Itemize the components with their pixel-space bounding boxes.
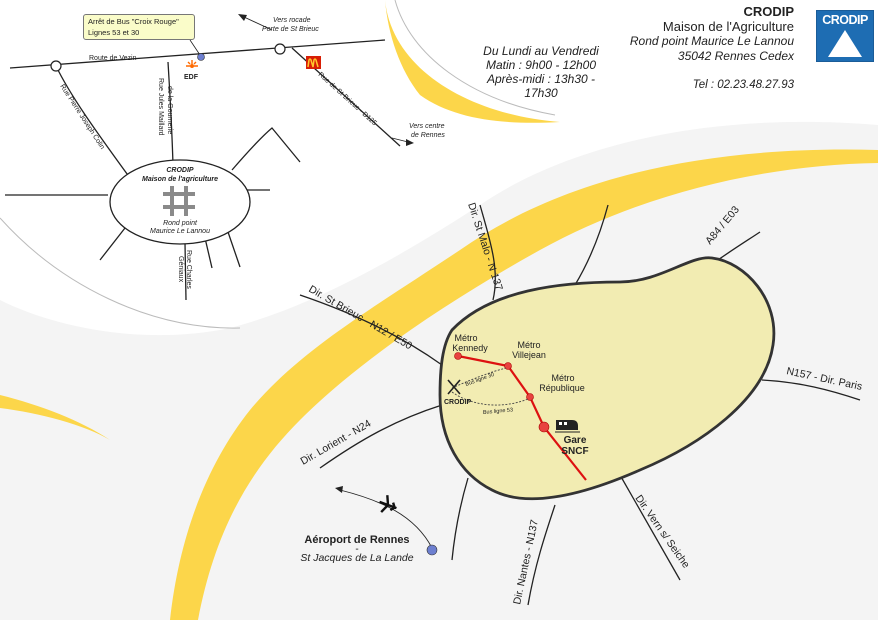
bus-line-30 bbox=[451, 367, 507, 389]
roundabout bbox=[109, 159, 251, 245]
hours-morning: Matin : 9h00 - 12h00 bbox=[485, 58, 597, 72]
building-icon bbox=[163, 186, 195, 216]
hours-afternoon: Après-midi : 13h30 - 17h30 bbox=[486, 72, 596, 100]
highway-n24 bbox=[319, 404, 443, 469]
rond-point-label: Rond point bbox=[163, 220, 198, 227]
bus-stop-lines: Lignes 53 et 30 bbox=[88, 28, 140, 37]
bus-stop-callout: Arrêt de Bus "Croix Rouge" Lignes 53 et … bbox=[83, 14, 195, 40]
airport-flight-path bbox=[339, 489, 433, 549]
junction-circle bbox=[274, 43, 286, 55]
arrow-head bbox=[238, 14, 247, 21]
rue-jules-label2: de la Gournerie bbox=[166, 86, 173, 134]
edf-icon: EDF bbox=[184, 60, 199, 81]
highway-n137-south bbox=[527, 504, 556, 606]
organization-address: CRODIP Maison de l'Agriculture Rond poin… bbox=[630, 4, 794, 93]
org-street: Rond point Maurice Le Lannou bbox=[629, 34, 794, 48]
vers-rocade-label2: Porte de St Brieuc bbox=[262, 26, 319, 33]
metro-republique-label: Métro bbox=[551, 373, 574, 383]
highway-n12 bbox=[299, 294, 443, 366]
highway-sw bbox=[451, 477, 469, 561]
site-name: CRODIP bbox=[166, 167, 194, 174]
crodip-map-label: CRODIP bbox=[444, 399, 472, 406]
street-branch bbox=[204, 237, 213, 269]
metro-station-kennedy bbox=[454, 352, 462, 360]
junction-circle bbox=[50, 60, 62, 72]
route-vezin-label: Route de Vezin bbox=[89, 55, 137, 62]
highway-north-2 bbox=[574, 204, 609, 286]
vers-rocade-label: Vers rocade bbox=[273, 17, 311, 24]
metro-station-republique bbox=[526, 393, 534, 401]
rue-jules-label: Rue Jules Maillard bbox=[157, 78, 164, 136]
decorative-curve bbox=[0, 217, 241, 329]
bus-stop-marker bbox=[197, 53, 205, 61]
street-branch bbox=[227, 231, 241, 268]
arrow-head bbox=[406, 139, 414, 146]
opening-hours: Du Lundi au Vendredi Matin : 9h00 - 12h0… bbox=[470, 44, 612, 100]
mcdonalds-icon bbox=[306, 56, 321, 69]
logo-text: CRODIP bbox=[822, 13, 868, 27]
rue-jules-maillard bbox=[167, 61, 174, 166]
org-building: Maison de l'Agriculture bbox=[662, 19, 794, 34]
bus-line-53 bbox=[451, 391, 529, 406]
arrow-to-centre bbox=[391, 137, 409, 143]
crodip-logo: CRODIP bbox=[816, 10, 874, 62]
airport-arrow-head bbox=[335, 486, 343, 493]
yellow-swoosh-main bbox=[170, 149, 878, 620]
logo-triangle-icon bbox=[828, 30, 862, 57]
city-ring bbox=[438, 256, 776, 501]
rue-pierre-joseph-colin bbox=[55, 65, 131, 179]
street-branch bbox=[231, 127, 301, 171]
highway-vern bbox=[619, 474, 681, 581]
org-phone: Tel : 02.23.48.27.93 bbox=[692, 79, 794, 91]
bus53-label: Bus ligne 53 bbox=[483, 407, 514, 416]
site-building: Maison de l'agriculture bbox=[142, 176, 218, 183]
decorative-curve bbox=[394, 0, 556, 116]
crodip-location-icon bbox=[447, 379, 461, 395]
yellow-swoosh-bottom bbox=[0, 395, 110, 440]
vers-centre-label: Vers centre bbox=[409, 123, 445, 130]
arrow-to-rocade bbox=[243, 16, 273, 31]
vers-centre-label2: de Rennes bbox=[411, 132, 445, 139]
metro-villejean-label: Métro bbox=[517, 340, 540, 350]
rue-charles-geniaux bbox=[184, 242, 187, 301]
bus-stop-name: Arrêt de Bus "Croix Rouge" bbox=[88, 17, 179, 26]
highway-n157 bbox=[761, 379, 861, 401]
metro-station-villejean bbox=[504, 362, 512, 370]
rue-charles-label: Rue Charles bbox=[185, 250, 192, 289]
org-name: CRODIP bbox=[743, 4, 794, 19]
background-panel-top bbox=[0, 0, 878, 335]
airport-label: Aéroport de Rennes bbox=[304, 534, 409, 546]
gare-label: Gare bbox=[564, 435, 587, 446]
metro-kennedy-label: Métro bbox=[454, 333, 477, 343]
gare-label2: SNCF bbox=[561, 446, 588, 457]
highway-n137-north bbox=[479, 204, 496, 301]
metro-republique-label2: République bbox=[539, 383, 585, 393]
org-city: 35042 Rennes Cedex bbox=[677, 49, 794, 63]
airport-label-sep: - bbox=[355, 544, 358, 555]
rue-charles-label2: Géniaux bbox=[177, 256, 184, 283]
route-vezin bbox=[9, 39, 386, 69]
airport-marker bbox=[426, 544, 438, 556]
airport-label-sub: St Jacques de La Lande bbox=[300, 552, 413, 564]
metro-kennedy-label2: Kennedy bbox=[452, 343, 488, 353]
metro-station-gare bbox=[538, 421, 550, 433]
rond-point-label2: Maurice Le Lannou bbox=[150, 228, 210, 235]
metro-villejean-label2: Villejean bbox=[512, 350, 546, 360]
yellow-swoosh-top bbox=[385, 0, 560, 123]
bus-stop-pointer bbox=[189, 39, 201, 56]
train-icon bbox=[555, 420, 580, 433]
edf-label: EDF bbox=[184, 74, 199, 81]
hours-days: Du Lundi au Vendredi bbox=[483, 44, 599, 58]
street-branch bbox=[99, 227, 126, 261]
airplane-icon bbox=[379, 495, 397, 513]
